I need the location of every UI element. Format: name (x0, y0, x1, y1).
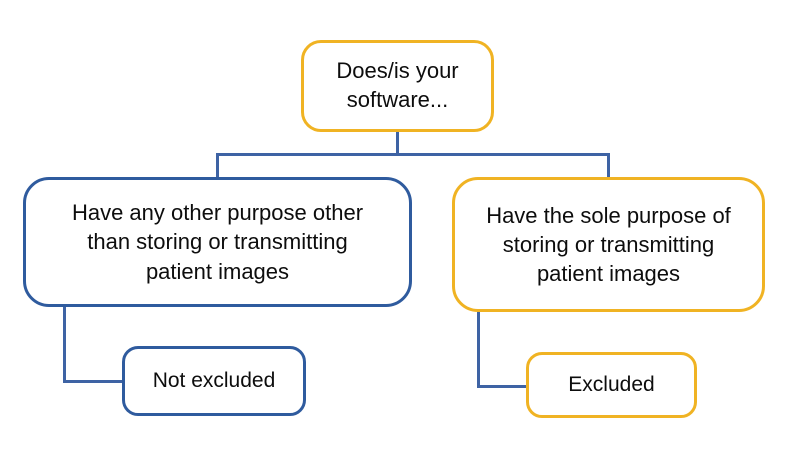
node-root-label: Does/is your software... (336, 58, 459, 112)
node-outcome-excluded: Excluded (526, 352, 697, 418)
node-right-question-label: Have the sole purpose of storing or tran… (486, 202, 731, 287)
node-right-question: Have the sole purpose of storing or tran… (452, 177, 765, 312)
connector-right-elbow-horizontal (477, 385, 527, 388)
connector-left-elbow-horizontal (63, 380, 123, 383)
connector-left-drop (216, 153, 219, 179)
connector-branch-horizontal (216, 153, 610, 156)
node-left-question: Have any other purpose other than storin… (23, 177, 412, 307)
connector-root-stub (396, 132, 399, 156)
node-root-question: Does/is your software... (301, 40, 494, 132)
node-outcome-not-excluded-label: Not excluded (152, 369, 276, 392)
node-left-question-label: Have any other purpose other than storin… (71, 200, 364, 284)
node-outcome-not-excluded: Not excluded (122, 346, 306, 416)
connector-right-elbow-vertical (477, 310, 480, 388)
connector-right-drop (607, 153, 610, 179)
connector-left-elbow-vertical (63, 305, 66, 383)
node-outcome-excluded-label: Excluded (568, 373, 655, 396)
